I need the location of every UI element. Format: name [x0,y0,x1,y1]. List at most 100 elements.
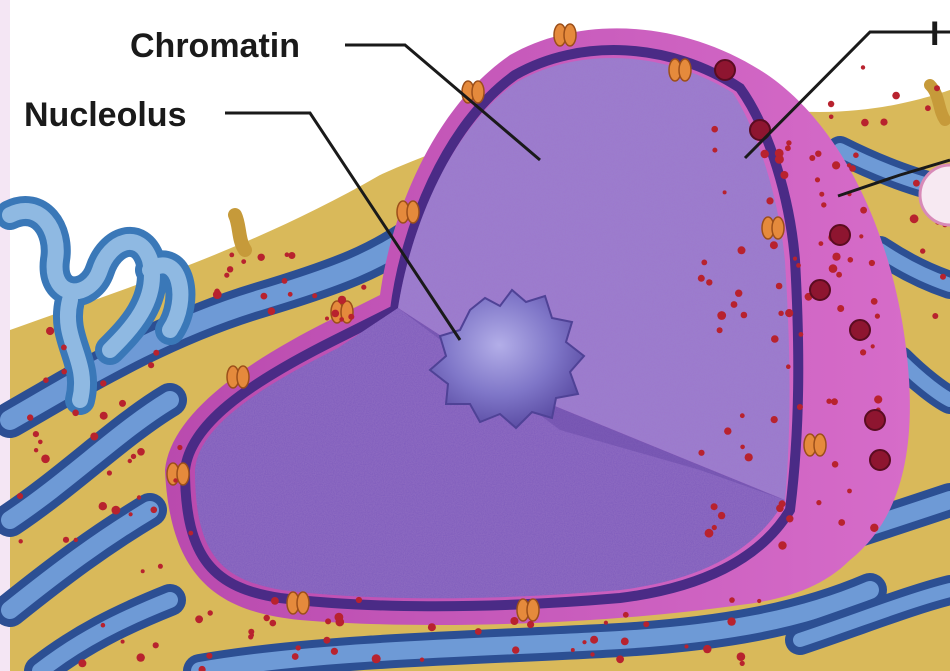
ribosome-icon [826,399,831,404]
nuclear-pore-icon [804,434,826,456]
nuclear-pore-icon [287,592,309,614]
cropped-label: I [930,15,939,53]
ribosome-icon [729,597,735,603]
ribosome-icon [731,301,738,308]
ribosome-icon [821,202,826,207]
ribosome-icon [860,349,866,355]
ribosome-icon [112,506,121,515]
ribosome-icon [815,151,821,157]
ribosome-icon [705,529,714,538]
ribosome-icon [131,454,136,459]
ribosome-icon [819,192,824,197]
ribosome-icon [43,377,49,383]
ribosome-icon [41,455,50,464]
ribosome-icon [428,623,436,631]
ribosome-icon [940,274,946,280]
ribosome-icon [832,161,840,169]
ribosome-icon [590,652,594,656]
ribosome-icon [268,307,276,315]
ribosome-icon [711,126,718,133]
ribosome-icon [786,364,791,369]
ribosome-icon [829,115,834,120]
ribosome-icon [643,621,649,627]
ribosome-icon [173,478,177,482]
ribosome-icon [819,241,824,246]
ribosome-icon [740,445,745,450]
ribosome-icon [761,150,769,158]
ribosome-icon [604,621,608,625]
ribosome-icon [100,412,108,420]
ribosome-icon [61,369,67,375]
ribosome-icon [339,317,344,322]
ribosome-icon [766,197,773,204]
ribosome-icon [141,569,145,573]
ribosome-icon [90,433,98,441]
ribosome-icon [706,279,712,285]
nuclear-pore-icon [227,366,249,388]
ribosome-icon [241,259,246,264]
ribosome-icon [420,658,424,662]
ribosome-icon [338,296,346,304]
ribosome-icon [828,101,834,107]
ribosome-icon [208,610,213,615]
ribosome-icon [510,617,518,625]
nuclear-pore-icon [397,201,419,223]
ribosome-icon [770,241,778,249]
ribosome-icon [188,531,193,536]
ribosome-icon [336,618,345,627]
ribosome-icon [771,416,778,423]
ribosome-icon [810,280,830,300]
ribosome-icon [158,564,163,569]
ribosome-icon [892,92,900,100]
chromatin-label: Chromatin [130,27,300,65]
ribosome-icon [860,207,867,214]
ribosome-icon [63,537,69,543]
ribosome-icon [701,260,707,266]
ribosome-icon [616,655,624,663]
ribosome-icon [816,500,821,505]
ribosome-icon [913,180,920,187]
ribosome-icon [356,597,362,603]
ribosome-icon [258,254,265,261]
ribosome-icon [361,285,366,290]
ribosome-icon [723,190,727,194]
ribosome-icon [323,637,330,644]
ribosome-icon [925,105,931,111]
ribosome-icon [46,327,54,335]
ribosome-icon [698,450,704,456]
ribosome-icon [776,505,784,513]
ribosome-icon [786,515,793,522]
ribosome-icon [838,519,845,526]
ribosome-icon [512,646,519,653]
ribosome-icon [717,311,726,320]
ribosome-icon [869,260,875,266]
ribosome-icon [796,263,801,268]
ribosome-icon [107,470,112,475]
ribosome-icon [861,65,865,69]
ribosome-icon [78,659,86,667]
ribosome-icon [348,314,354,320]
ribosome-icon [121,640,125,644]
ribosome-icon [711,503,718,510]
ribosome-icon [718,512,725,519]
ribosome-icon [776,283,783,290]
ribosome-icon [206,653,212,659]
ribosome-icon [19,539,23,543]
ribosome-icon [229,253,234,258]
ribosome-icon [61,345,67,351]
ribosome-icon [745,453,753,461]
nuclear-pore-icon [669,59,691,81]
ribosome-icon [288,292,293,297]
ribosome-icon [740,413,745,418]
ribosome-icon [331,648,338,655]
ribosome-icon [741,312,748,319]
ribosome-icon [153,350,159,356]
ribosome-icon [786,140,791,145]
ribosome-icon [250,633,254,637]
ribosome-icon [288,252,295,259]
ribosome-icon [874,395,882,403]
ribosome-icon [703,645,711,653]
nuclear-pore-icon [462,81,484,103]
ribosome-icon [847,163,851,167]
ribosome-icon [292,653,299,660]
